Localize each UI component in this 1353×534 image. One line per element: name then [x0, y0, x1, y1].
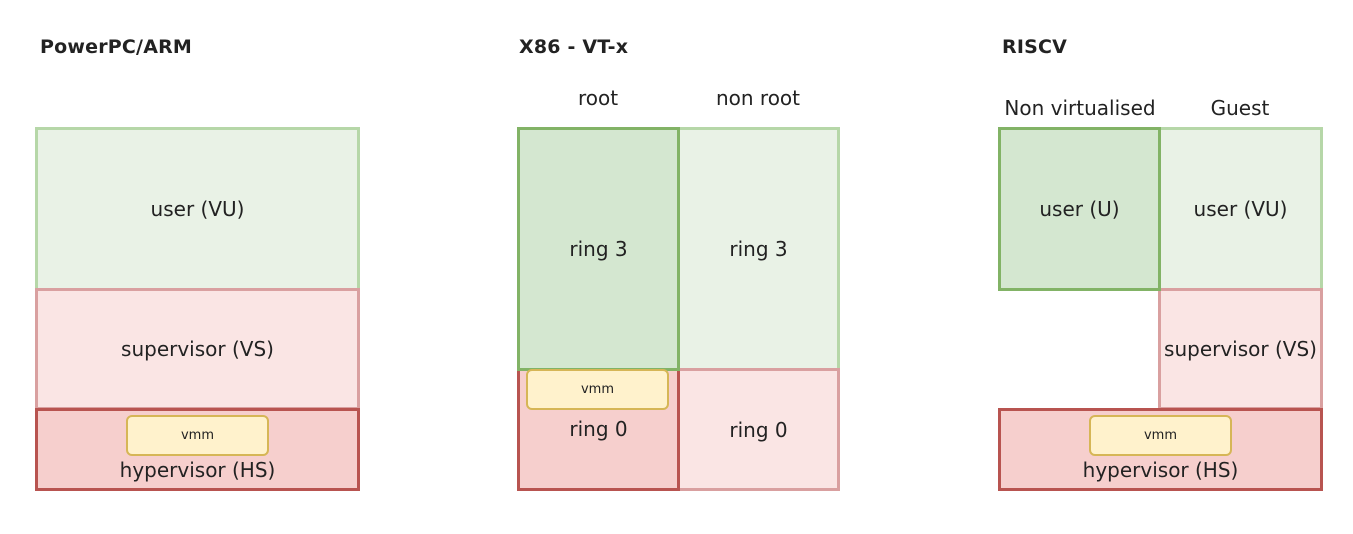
riscv-guest-label: Guest [1210, 96, 1270, 120]
riscv-nonvirt-label: Non virtualised [1004, 96, 1156, 120]
riscv-user-u-label: user (U) [1039, 197, 1120, 221]
riscv-user-vu-label: user (VU) [1193, 197, 1288, 221]
powerpc-user-box: user (VU) [35, 127, 360, 291]
powerpc-vmm-box: vmm [126, 415, 269, 456]
riscv-user-vu-box: user (VU) [1158, 127, 1323, 291]
powerpc-user-label: user (VU) [150, 197, 245, 221]
riscv-title: RISCV [1002, 36, 1068, 58]
x86-root-ring0-label: ring 0 [569, 417, 628, 441]
x86-root-ring3-box: ring 3 [517, 127, 680, 371]
powerpc-title: PowerPC/ARM [40, 36, 193, 58]
riscv-hypervisor-label: hypervisor (HS) [1082, 458, 1239, 482]
riscv-supervisor-label: supervisor (VS) [1164, 337, 1317, 361]
riscv-vmm-box: vmm [1089, 415, 1232, 456]
powerpc-supervisor-box: supervisor (VS) [35, 288, 360, 410]
x86-nonroot-ring0-box: ring 0 [677, 368, 840, 491]
x86-nonroot-label: non root [715, 86, 801, 110]
powerpc-supervisor-label: supervisor (VS) [121, 337, 274, 361]
x86-title: X86 - VT-x [519, 36, 629, 58]
riscv-user-u-box: user (U) [998, 127, 1161, 291]
x86-nonroot-ring3-box: ring 3 [677, 127, 840, 371]
x86-nonroot-ring3-label: ring 3 [729, 237, 788, 261]
x86-nonroot-ring0-label: ring 0 [729, 417, 788, 442]
x86-root-label: root [577, 86, 619, 110]
x86-root-ring3-label: ring 3 [569, 237, 628, 261]
x86-vmm-box: vmm [526, 369, 669, 410]
riscv-supervisor-box: supervisor (VS) [1158, 288, 1323, 410]
powerpc-hypervisor-label: hypervisor (HS) [119, 458, 276, 482]
